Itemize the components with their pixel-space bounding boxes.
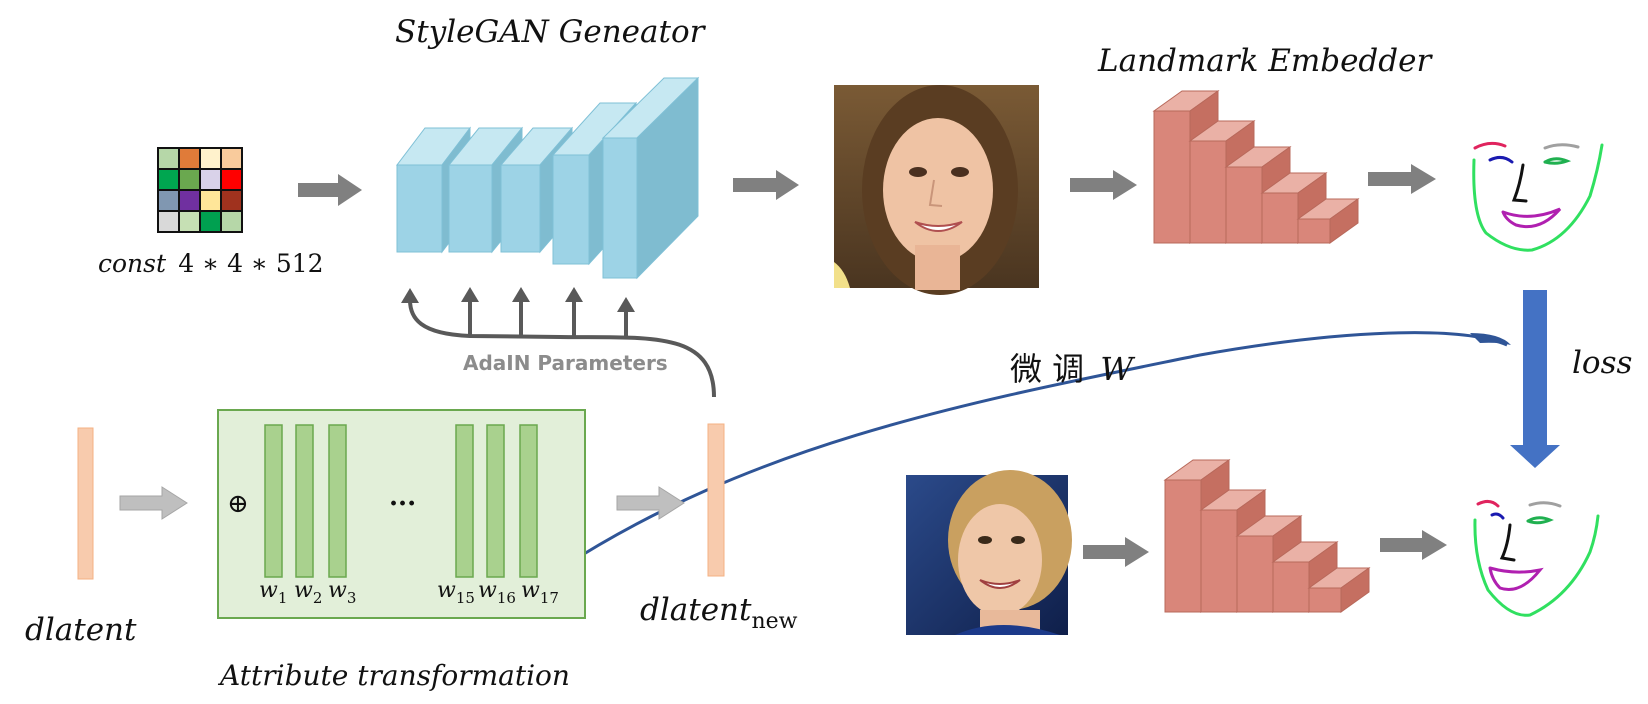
- embedder-title: Landmark Embedder: [1097, 43, 1433, 79]
- w-bar: [455, 424, 474, 578]
- arrow-generator-to-face: [733, 170, 799, 200]
- const-grid-cell: [220, 168, 243, 191]
- const-grid-cell: [199, 168, 222, 191]
- arrow-face-to-embedder-bottom: [1083, 537, 1149, 567]
- adain-arrows: [401, 287, 716, 398]
- finetune-label: 微 调 W: [1010, 350, 1136, 388]
- arrow-attribute-to-dlatent-new: [616, 486, 685, 520]
- loss-arrow: [1510, 290, 1560, 468]
- w-label: w1: [259, 578, 287, 607]
- w-bar: [328, 424, 347, 578]
- real-face-image: [906, 470, 1072, 635]
- dlatent-new-label: dlatentnew: [640, 592, 798, 634]
- const-grid-cell: [220, 189, 243, 212]
- bottom-landmark-sketch: [1473, 499, 1600, 617]
- w-bar: [519, 424, 538, 578]
- adain-label: AdaIN Parameters: [463, 351, 668, 375]
- embedder-block: [1307, 567, 1371, 613]
- w-label: w3: [328, 578, 356, 607]
- arrow-embedder-to-landmark-bottom: [1380, 530, 1447, 560]
- const-grid-cell: [199, 210, 222, 233]
- const-grid-cell: [157, 168, 180, 191]
- const-grid-cell: [220, 147, 243, 170]
- top-embedder-blocks: [1152, 90, 1360, 244]
- const-grid-cell: [178, 189, 201, 212]
- bottom-embedder-blocks: [1163, 459, 1371, 613]
- top-landmark-sketch: [1472, 141, 1604, 252]
- arrow-face-to-embedder: [1070, 170, 1137, 200]
- dlatent-bar: [77, 427, 94, 580]
- const-grid-cell: [178, 168, 201, 191]
- const-grid: [157, 147, 243, 233]
- const-grid-cell: [157, 189, 180, 212]
- dlatent-new-bar: [707, 423, 725, 577]
- const-grid-cell: [199, 189, 222, 212]
- const-grid-cell: [157, 210, 180, 233]
- const-grid-cell: [199, 147, 222, 170]
- generator-block: [601, 76, 700, 280]
- w-bar: [486, 424, 505, 578]
- embedder-block: [1296, 198, 1360, 244]
- w-label: w17: [521, 578, 559, 607]
- arrow-embedder-to-landmark-top: [1368, 164, 1436, 194]
- generator-blocks: [395, 76, 700, 280]
- arrow-const-to-generator: [298, 174, 362, 206]
- generated-face-image: [834, 85, 1039, 295]
- loss-label: loss: [1572, 345, 1632, 381]
- w-bar: [264, 424, 283, 578]
- w-bars: [264, 424, 538, 578]
- w-label: w15: [437, 578, 475, 607]
- ellipsis: ...: [389, 482, 416, 512]
- w-bar: [295, 424, 314, 578]
- generator-title: StyleGAN Geneator: [395, 14, 707, 50]
- arrow-dlatent-to-attribute: [119, 486, 188, 520]
- w-label: w2: [294, 578, 322, 607]
- const-grid-cell: [220, 210, 243, 233]
- oplus-symbol: ⊕: [227, 489, 249, 519]
- const-label: const 4 ∗ 4 ∗ 512: [98, 249, 324, 278]
- dlatent-label: dlatent: [25, 612, 137, 648]
- w-label: w16: [478, 578, 516, 607]
- attribute-transformation-title: Attribute transformation: [217, 659, 570, 692]
- const-grid-cell: [178, 147, 201, 170]
- const-grid-cell: [157, 147, 180, 170]
- const-grid-cell: [178, 210, 201, 233]
